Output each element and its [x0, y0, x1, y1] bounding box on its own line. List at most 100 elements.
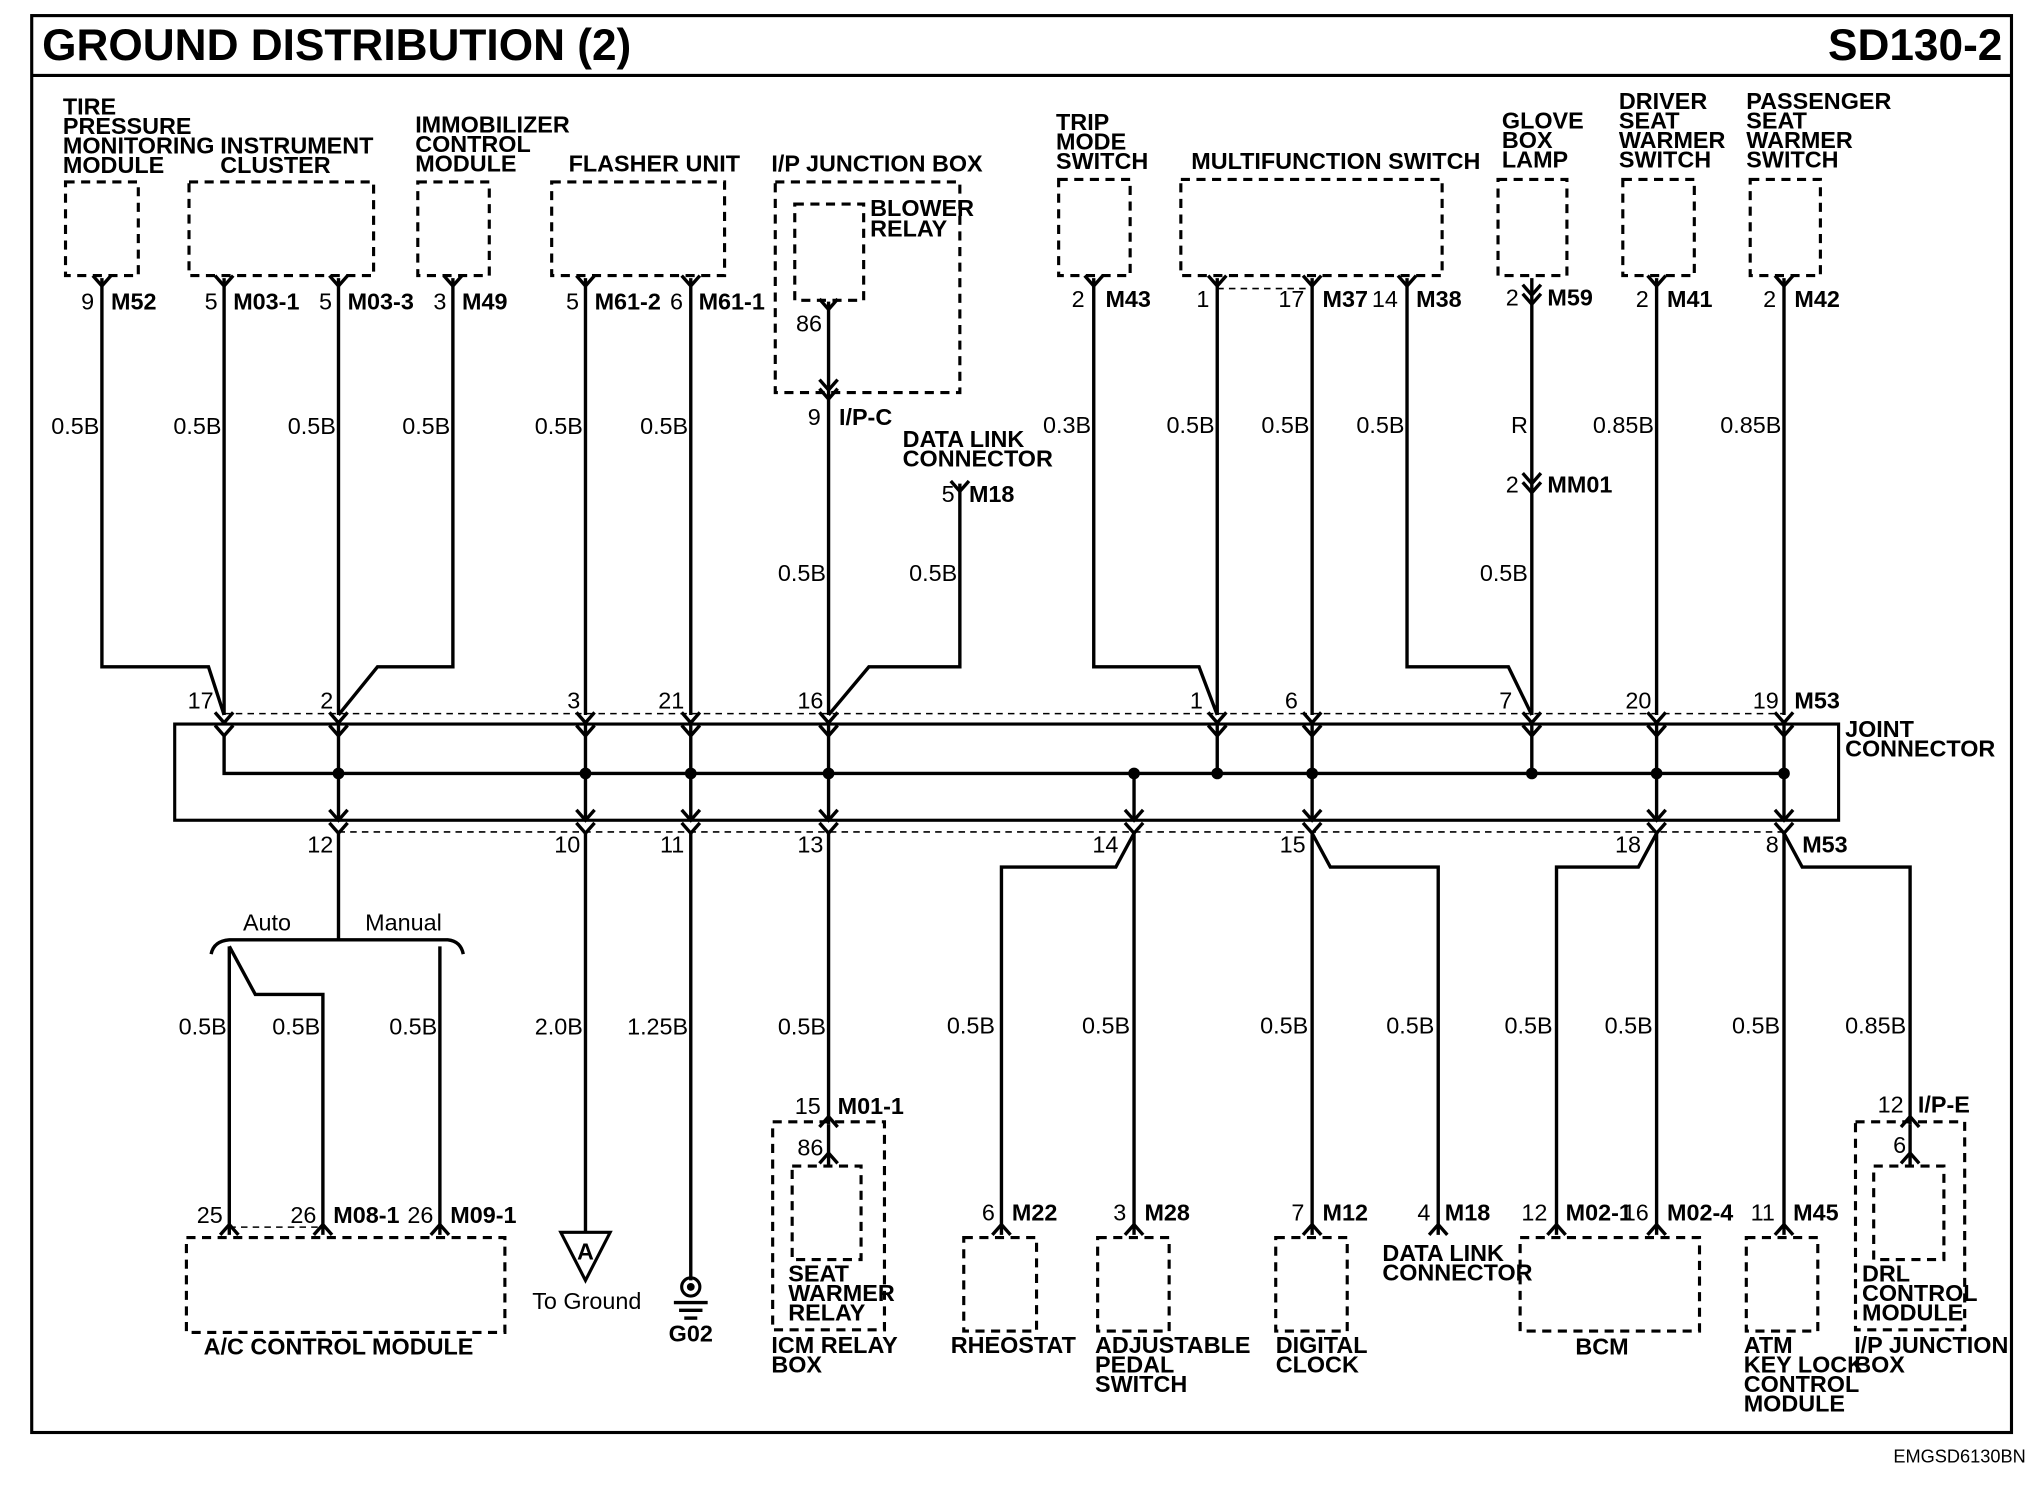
- svg-text:PEDAL: PEDAL: [1095, 1352, 1174, 1378]
- svg-text:MONITORING: MONITORING: [63, 132, 215, 158]
- diagram-reference: EMGSD6130BN: [1893, 1446, 2025, 1466]
- svg-text:MODE: MODE: [1056, 128, 1126, 154]
- svg-text:M08-1: M08-1: [333, 1202, 399, 1228]
- joint-top-chevrons: [213, 711, 1795, 739]
- svg-text:Manual: Manual: [365, 910, 442, 936]
- svg-text:M09-1: M09-1: [450, 1202, 516, 1228]
- svg-text:M28: M28: [1144, 1200, 1189, 1226]
- diagram-frame: [30, 14, 2014, 1435]
- svg-text:0.5B: 0.5B: [1260, 1012, 1308, 1038]
- svg-text:SEAT: SEAT: [1746, 108, 1807, 134]
- glove-box-lamp-label: GLOVE BOX LAMP: [1502, 108, 1584, 173]
- g02-label: G02: [669, 1321, 713, 1347]
- blower-relay-box: [793, 202, 866, 302]
- svg-text:M37: M37: [1323, 286, 1368, 312]
- svg-text:MODULE: MODULE: [63, 152, 164, 178]
- svg-text:TRIP: TRIP: [1056, 109, 1109, 135]
- svg-text:SWITCH: SWITCH: [1095, 1371, 1187, 1397]
- svg-text:0.5B: 0.5B: [1261, 412, 1309, 438]
- svg-text:11: 11: [660, 832, 684, 858]
- svg-text:0.5B: 0.5B: [272, 1014, 320, 1040]
- ac-connector-labels: 25 26 M08-1 26 M09-1 A/C CONTROL MODULE: [197, 1202, 517, 1359]
- passenger-seat-warmer-label: PASSENGER SEAT WARMER SWITCH: [1746, 88, 1891, 172]
- svg-text:7: 7: [1499, 687, 1512, 713]
- svg-text:0.5B: 0.5B: [1356, 412, 1404, 438]
- joint-connector-label: JOINT CONNECTOR: [1845, 716, 1995, 761]
- svg-text:SWITCH: SWITCH: [1746, 147, 1838, 173]
- svg-text:M49: M49: [462, 288, 507, 314]
- svg-text:MODULE: MODULE: [1744, 1391, 1845, 1417]
- bcm-box: [1518, 1235, 1702, 1333]
- joint-bottom-pins: 12 10 11 13 14 15 18 8 M53: [307, 832, 1847, 858]
- svg-text:8: 8: [1766, 832, 1779, 858]
- svg-text:DATA LINK: DATA LINK: [1382, 1240, 1504, 1266]
- svg-text:3: 3: [1113, 1200, 1126, 1226]
- digital-clock-box: [1274, 1235, 1349, 1333]
- svg-text:BOX: BOX: [771, 1352, 822, 1378]
- svg-text:6: 6: [670, 288, 683, 314]
- svg-text:0.5B: 0.5B: [1732, 1012, 1780, 1038]
- svg-text:M18: M18: [1445, 1200, 1490, 1226]
- flasher-unit-box: [550, 180, 727, 278]
- svg-text:26: 26: [407, 1202, 433, 1228]
- svg-text:IMMOBILIZER: IMMOBILIZER: [415, 112, 570, 138]
- joint-connector-body: [173, 722, 1841, 822]
- passenger-seat-warmer-box: [1748, 177, 1822, 278]
- svg-text:Auto: Auto: [243, 910, 291, 936]
- svg-text:0.5B: 0.5B: [778, 560, 826, 586]
- svg-text:15: 15: [795, 1093, 821, 1119]
- svg-text:A/C CONTROL MODULE: A/C CONTROL MODULE: [204, 1334, 474, 1360]
- svg-text:R: R: [1511, 412, 1528, 438]
- svg-text:CONNECTOR: CONNECTOR: [1382, 1259, 1532, 1285]
- svg-text:BOX: BOX: [1502, 127, 1553, 153]
- svg-text:MM01: MM01: [1547, 472, 1612, 498]
- svg-text:0.5B: 0.5B: [535, 413, 583, 439]
- svg-text:10: 10: [554, 832, 580, 858]
- svg-text:14: 14: [1372, 286, 1398, 312]
- svg-text:M61-1: M61-1: [699, 288, 765, 314]
- svg-text:M38: M38: [1416, 286, 1461, 312]
- data-link-connector-top-label: DATA LINK CONNECTOR: [903, 426, 1053, 471]
- svg-text:SWITCH: SWITCH: [1619, 147, 1711, 173]
- svg-text:3: 3: [567, 687, 580, 713]
- svg-text:CONTROL: CONTROL: [415, 131, 531, 157]
- svg-text:16: 16: [1623, 1200, 1649, 1226]
- svg-text:12: 12: [1878, 1092, 1904, 1118]
- svg-text:13: 13: [797, 832, 823, 858]
- ip-junction-box-label: I/P JUNCTION BOX: [771, 151, 983, 177]
- svg-text:0.5B: 0.5B: [947, 1012, 995, 1038]
- svg-text:PASSENGER: PASSENGER: [1746, 88, 1891, 114]
- ip-junction-box-outline: [773, 180, 962, 395]
- svg-text:M53: M53: [1794, 687, 1839, 713]
- joint-splice-dots: [332, 767, 1790, 780]
- top-wires: [100, 278, 1786, 717]
- blower-relay-label: BLOWER RELAY: [870, 195, 974, 242]
- dlc-bottom-labels: 4 M18 DATA LINK CONNECTOR: [1382, 1200, 1532, 1286]
- svg-text:LAMP: LAMP: [1502, 147, 1568, 173]
- bottom-wires: [209, 832, 1912, 1281]
- svg-text:3: 3: [433, 288, 446, 314]
- svg-text:14: 14: [1092, 832, 1118, 858]
- svg-text:TIRE: TIRE: [63, 93, 116, 119]
- instrument-cluster-box: [187, 180, 376, 278]
- ac-control-module-box: [184, 1235, 507, 1334]
- svg-text:6: 6: [982, 1200, 995, 1226]
- svg-text:M43: M43: [1105, 286, 1150, 312]
- svg-text:KEY LOCK: KEY LOCK: [1744, 1352, 1864, 1378]
- svg-text:0.5B: 0.5B: [1605, 1012, 1653, 1038]
- svg-text:17: 17: [1278, 286, 1304, 312]
- svg-text:12: 12: [1521, 1200, 1547, 1226]
- seat-warmer-relay-box: [790, 1164, 863, 1262]
- ip-junction-box-bottom-outline: [1853, 1120, 1967, 1332]
- svg-text:12: 12: [307, 832, 333, 858]
- svg-text:86: 86: [796, 310, 822, 336]
- svg-text:M12: M12: [1323, 1200, 1368, 1226]
- svg-text:WARMER: WARMER: [1619, 127, 1726, 153]
- instrument-cluster-label: INSTRUMENT CLUSTER: [220, 132, 374, 177]
- svg-text:CLUSTER: CLUSTER: [220, 152, 330, 178]
- svg-text:ATM: ATM: [1744, 1332, 1793, 1358]
- driver-seat-warmer-box: [1621, 177, 1696, 278]
- ground-a-letter: A: [577, 1239, 594, 1265]
- svg-text:BLOWER: BLOWER: [870, 195, 974, 221]
